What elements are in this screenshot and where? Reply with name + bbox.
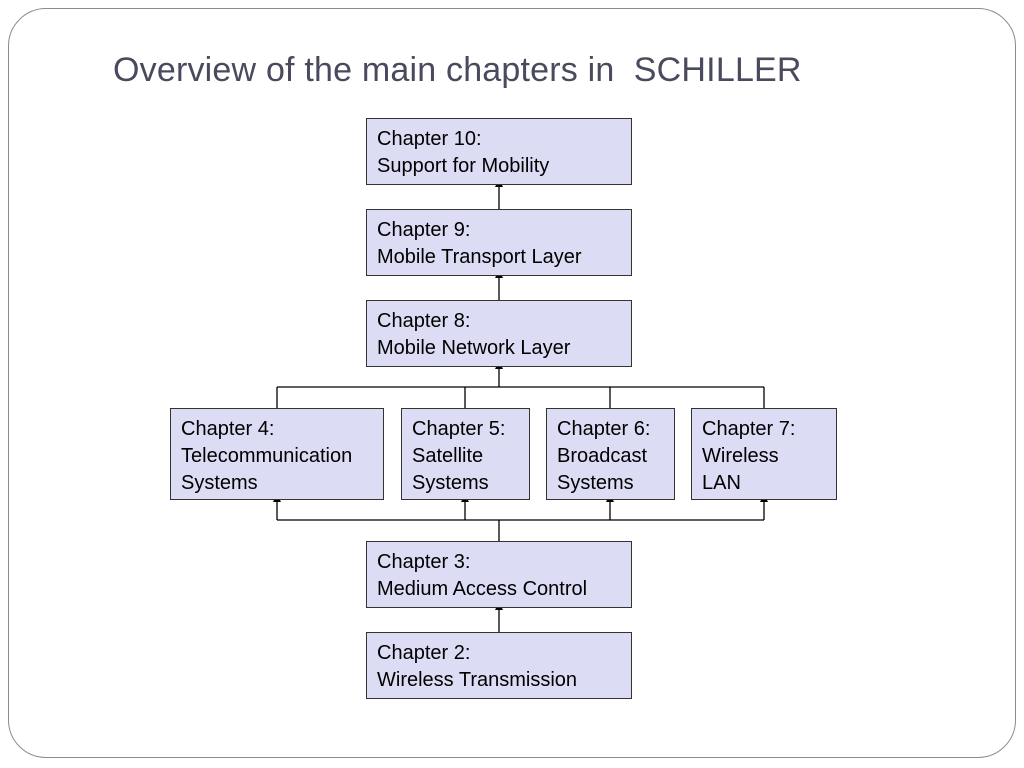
chapter-5-heading: Chapter 5: (412, 418, 506, 440)
chapter-7-box: Chapter 7: Wireless LAN (691, 408, 837, 500)
chapter-10-box: Chapter 10: Support for Mobility (366, 118, 632, 185)
chapter-5-title-line-2: Systems (412, 472, 489, 494)
chapter-8-heading: Chapter 8: (377, 310, 471, 332)
chapter-8-title: Mobile Network Layer (377, 337, 571, 359)
chapter-7-title-line-1: Wireless (702, 445, 779, 467)
chapter-4-heading: Chapter 4: (181, 418, 275, 440)
chapter-3-heading: Chapter 3: (377, 551, 471, 573)
chapter-5-box: Chapter 5: Satellite Systems (401, 408, 530, 500)
chapter-6-title-line-1: Broadcast (557, 445, 648, 467)
chapter-2-title: Wireless Transmission (377, 669, 578, 691)
chapter-9-heading: Chapter 9: (377, 219, 471, 241)
chapter-2-heading: Chapter 2: (377, 642, 471, 664)
chapter-4-box: Chapter 4: Telecommunication Systems (170, 408, 384, 500)
chapter-6-heading: Chapter 6: (557, 418, 651, 440)
chapter-7-title-line-2: LAN (702, 472, 741, 494)
chapter-10-title: Support for Mobility (377, 155, 550, 177)
slide-title: Overview of the main chapters in SCHILLE… (113, 51, 802, 89)
chapter-6-title-line-2: Systems (557, 472, 634, 494)
chapter-9-title: Mobile Transport Layer (377, 246, 582, 268)
chapter-4-title-line-1: Telecommunication (181, 445, 353, 467)
chapter-10-heading: Chapter 10: (377, 128, 482, 150)
chapter-3-title: Medium Access Control (377, 578, 588, 600)
chapter-7-heading: Chapter 7: (702, 418, 796, 440)
chapter-4-title-line-2: Systems (181, 472, 258, 494)
chapter-5-title-line-1: Satellite (412, 445, 484, 467)
chapter-6-box: Chapter 6: Broadcast Systems (546, 408, 675, 500)
chapter-2-box: Chapter 2: Wireless Transmission (366, 632, 632, 699)
chapter-3-box: Chapter 3: Medium Access Control (366, 541, 632, 608)
chapter-9-box: Chapter 9: Mobile Transport Layer (366, 209, 632, 276)
chapter-8-box: Chapter 8: Mobile Network Layer (366, 300, 632, 367)
